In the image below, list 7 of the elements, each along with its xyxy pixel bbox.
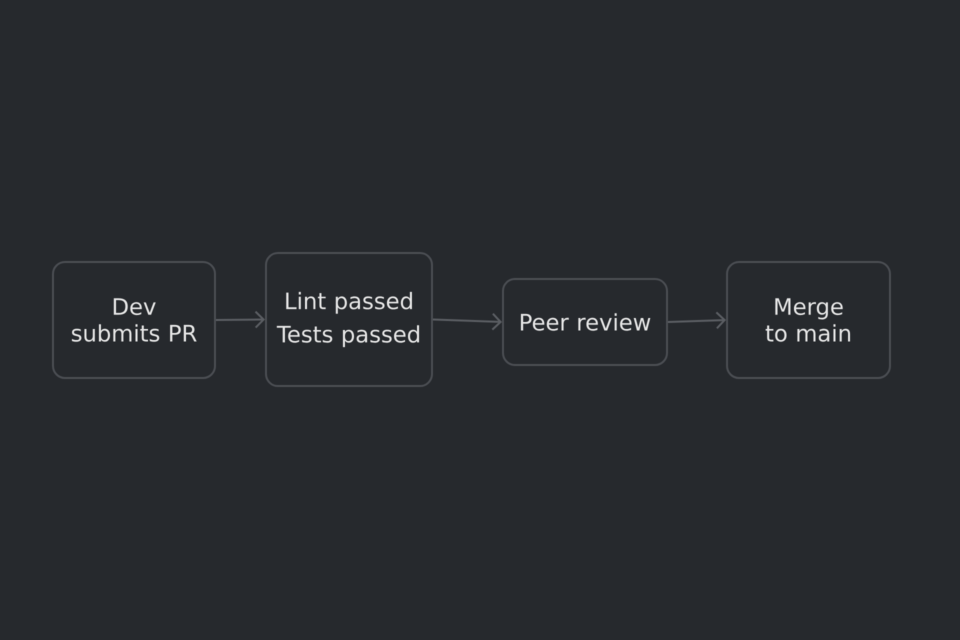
process-box: Merge to main [726, 261, 891, 379]
arrow [432, 312, 502, 330]
process-box: Dev submits PR [52, 261, 216, 379]
arrow [668, 312, 726, 329]
arrow [216, 310, 265, 328]
process-box: Peer review [502, 278, 668, 366]
process-box: Lint passed Tests passed [265, 252, 433, 388]
